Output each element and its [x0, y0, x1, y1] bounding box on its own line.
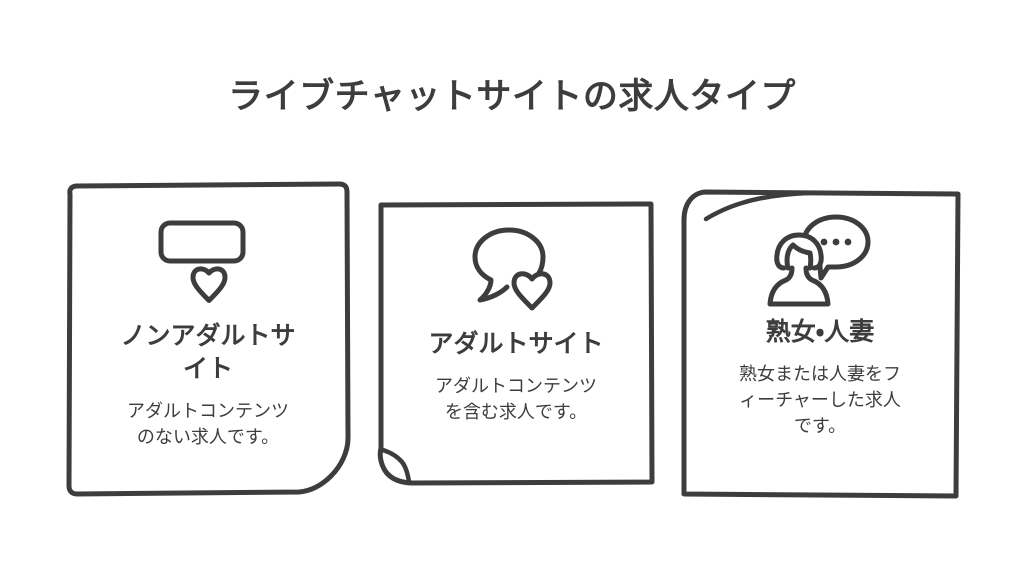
card-body-line-1: アダルトコンテンツ — [435, 376, 597, 396]
card-icon-adult-site — [375, 227, 657, 316]
card-text-mature-married-women: 熟女・人妻 熟女または人妻をフ ィーチャーした求人 です。 — [676, 316, 964, 439]
card-outline-shape — [681, 189, 961, 499]
card-body-line-3: です。 — [793, 416, 847, 437]
card-outline-shape — [66, 181, 351, 497]
card-outline-shape — [377, 201, 655, 486]
card-mature-married-women[interactable]: 熟女・人妻 熟女または人妻をフ ィーチャーした求人 です。 — [676, 186, 964, 502]
woman-with-speech-bubble-icon — [767, 214, 871, 307]
card-body-line-1: 熟女または人妻をフ — [739, 364, 901, 384]
card-non-adult-site[interactable]: ノンアダルトサ イト アダルトコンテンツ のない求人です。 — [63, 180, 353, 500]
card-body-line-1: アダルトコンテンツ — [127, 401, 289, 421]
page-title: ライブチャットサイトの求人タイプ — [228, 77, 796, 116]
card-text-non-adult-site: ノンアダルトサ イト アダルトコンテンツ のない求人です。 — [63, 320, 353, 450]
card-body-non-adult-site: アダルトコンテンツ のない求人です。 — [85, 398, 331, 450]
card-title-line-1: ノンアダルトサ — [120, 322, 296, 350]
card-body-mature-married-women: 熟女または人妻をフ ィーチャーした求人 です。 — [700, 361, 940, 439]
card-adult-site[interactable]: アダルトサイト アダルトコンテンツ を含む求人です。 — [375, 198, 657, 488]
card-text-adult-site: アダルトサイト アダルトコンテンツ を含む求人です。 — [375, 328, 657, 425]
screen-with-heart-icon — [158, 220, 246, 303]
card-title-line-2: イト — [182, 355, 233, 383]
card-body-adult-site: アダルトコンテンツ を含む求人です。 — [393, 373, 639, 425]
card-body-line-2: ィーチャーした求人 — [739, 390, 901, 411]
card-body-line-2: を含む求人です。 — [444, 402, 588, 423]
card-icon-mature-married-women — [676, 214, 964, 310]
speech-bubble-with-heart-icon — [472, 227, 553, 311]
card-title-adult-site: アダルトサイト — [428, 330, 604, 358]
card-body-line-2: のない求人です。 — [136, 427, 280, 448]
card-icon-non-adult-site — [63, 220, 353, 310]
card-title-non-adult-site: ノンアダルトサ イト — [85, 320, 331, 386]
card-title-mature-married-women: 熟女・人妻 — [765, 318, 875, 346]
